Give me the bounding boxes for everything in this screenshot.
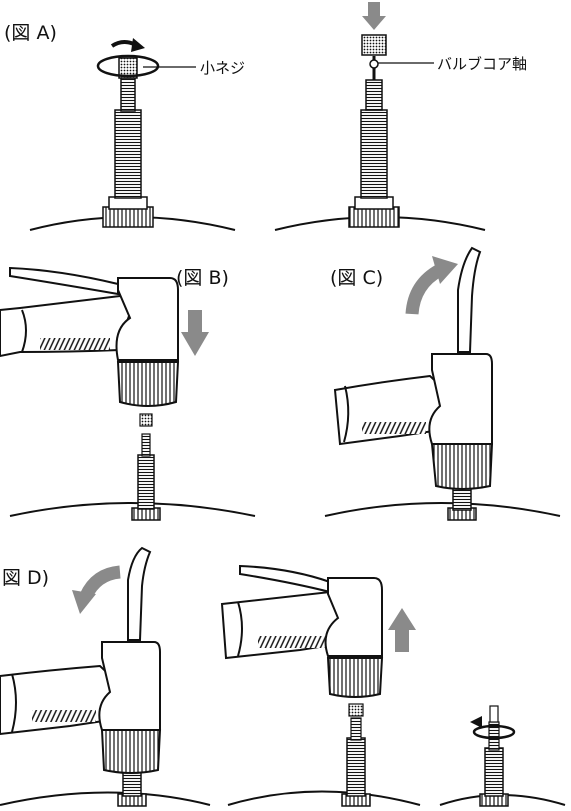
valve-stem-thread [360, 109, 388, 199]
handle-grip-ring [11, 673, 17, 733]
valve-stem-thread [346, 737, 366, 797]
pump-chuck [326, 657, 384, 698]
valve-stem-thread [114, 109, 142, 199]
valve-core-thread [350, 717, 362, 741]
figure-c-label: (図 C) [330, 267, 383, 289]
small-screw [348, 703, 364, 717]
handle-grip-texture [32, 710, 96, 722]
valve-base-washer [354, 196, 394, 210]
rotate-arrow-icon [472, 724, 516, 740]
tire-rim-arc [9, 502, 256, 517]
pump-lever [239, 564, 331, 594]
figure-a-label: (図 A) [4, 22, 57, 44]
valve-core-ball [369, 59, 379, 69]
pump-head-block [324, 577, 383, 657]
pump-handle-body [0, 664, 117, 736]
pump-head-d1 [0, 546, 162, 807]
valve-base-washer [108, 196, 148, 210]
valve-core-thread [120, 77, 136, 112]
up-arrow-icon [395, 628, 409, 652]
pump-head-block [428, 353, 493, 445]
handle-grip-ring [21, 309, 27, 353]
valve-lock-nut [102, 206, 154, 228]
curved-up-arrow-icon [405, 264, 444, 315]
pump-head-c [333, 246, 494, 490]
curved-down-arrow-tip-icon [72, 590, 96, 614]
handle-grip-texture [258, 636, 328, 648]
pump-lever-raised [457, 246, 482, 353]
pump-head-b [0, 266, 180, 407]
rotate-arrow-icon [96, 54, 160, 78]
small-screw [139, 413, 153, 427]
presta-valve-right [348, 2, 400, 228]
figure-d: 図 D) [0, 546, 566, 807]
presta-valve-d3 [470, 705, 516, 807]
down-arrow-icon [368, 2, 380, 18]
pump-chuck [100, 729, 162, 774]
pump-head-block [98, 641, 161, 731]
figure-b: (図 B) [0, 266, 256, 521]
curved-down-arrow-icon [80, 565, 121, 599]
figure-a: (図 A) 小ネジ [4, 2, 527, 231]
down-arrow-tip-icon [181, 332, 209, 356]
pump-chuck [430, 443, 494, 490]
rotate-arrow-tip-icon [470, 716, 482, 728]
callout-small-screw: 小ネジ [200, 59, 245, 77]
valve-stem-thread [484, 747, 504, 797]
small-screw [361, 34, 387, 56]
presta-valve-d2 [341, 703, 371, 807]
handle-grip-ring [237, 601, 243, 657]
tire-rim-arc [324, 502, 561, 517]
valve-core-thread [365, 79, 383, 111]
figure-d-label: 図 D) [2, 567, 49, 589]
up-arrow-tip-icon [388, 608, 416, 630]
pump-head-block [115, 277, 179, 361]
pump-chuck [116, 361, 180, 407]
handle-grip-ring [343, 385, 350, 443]
rotate-arrow-tip-icon [131, 38, 145, 52]
handle-grip-texture [40, 338, 110, 350]
tire-rim-arc [0, 791, 211, 806]
curved-up-arrow-tip-icon [432, 256, 458, 284]
down-arrow-icon [188, 310, 202, 334]
small-screw [489, 705, 499, 723]
figure-b-label: (図 B) [176, 267, 229, 289]
presta-valve-b [131, 413, 161, 521]
small-screw [118, 57, 138, 79]
valve-stem-thread [137, 454, 155, 510]
handle-grip-texture [362, 422, 426, 434]
pump-head-d2 [220, 564, 384, 698]
valve-lock-nut [348, 206, 400, 228]
pump-lever [9, 266, 119, 296]
valve-lock-nut [131, 507, 161, 521]
figure-c: (図 C) [324, 246, 561, 521]
tire-rim-arc [227, 790, 421, 806]
callout-valve-core-shaft: バルブコア軸 [437, 55, 527, 73]
down-arrow-tip-icon [362, 16, 386, 30]
valve-core-thread [141, 433, 151, 457]
presta-valve-left [96, 38, 160, 228]
pump-lever-raised [127, 546, 152, 641]
